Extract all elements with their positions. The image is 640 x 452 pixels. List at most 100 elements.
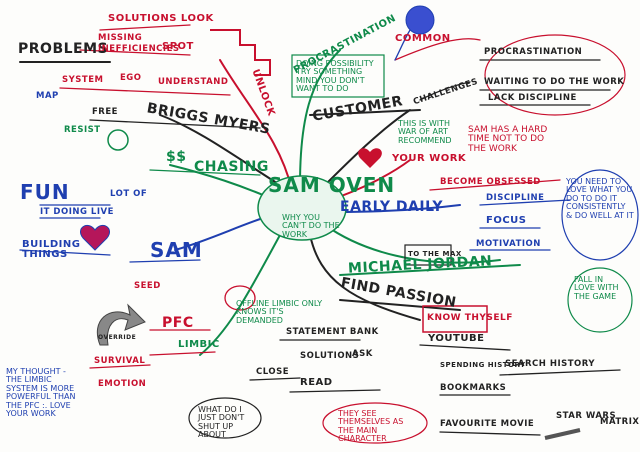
label-focus: FOCUS xyxy=(486,215,527,226)
line-favourite xyxy=(439,431,541,436)
branch-top-green xyxy=(299,49,341,186)
cloud-what xyxy=(188,397,262,439)
line-find xyxy=(339,299,461,311)
label-missing: MISSING xyxy=(98,33,143,43)
label-seed: SEED xyxy=(134,281,161,291)
label-spot: SPOT xyxy=(162,41,194,52)
label-chasing: CHASING xyxy=(194,159,269,175)
line-system xyxy=(59,87,231,96)
label-sam: SAM xyxy=(150,238,203,262)
line-chasing xyxy=(149,169,261,176)
branch-top xyxy=(219,59,293,191)
line-youtube xyxy=(419,344,511,351)
label-building-things: BUILDING THINGS xyxy=(22,239,81,260)
label-fun: FUN xyxy=(20,180,70,204)
line-survival xyxy=(89,364,151,369)
line-obsessed xyxy=(429,179,561,191)
line-limbic xyxy=(149,351,216,356)
label-lack-discipline: LACK DISCIPLINE xyxy=(488,93,577,103)
cloud-challenges xyxy=(484,34,626,116)
note-what-do-i: WHAT DO I JUST DON'T SHUT UP ABOUT xyxy=(198,405,245,440)
label-obsessed: BECOME OBSESSED xyxy=(440,177,541,187)
label-spending-history: SPENDING HISTORY xyxy=(440,361,526,369)
note-they-see: THEY SEE THEMSELVES AS THE MAIN CHARACTE… xyxy=(338,409,404,444)
label-dollars: $$ xyxy=(166,149,187,165)
label-statement-bank: STATEMENT BANK xyxy=(286,327,379,337)
line-common xyxy=(394,38,481,61)
note-fall-in-love: FALL IN LOVE WITH THE GAME xyxy=(574,275,619,301)
label-solutions-look: SOLUTIONS LOOK xyxy=(108,13,214,24)
label-limbic: LIMBIC xyxy=(178,339,220,350)
globe-icon xyxy=(405,5,435,35)
label-read: READ xyxy=(300,377,333,388)
label-star-wars: STAR WARS xyxy=(556,411,617,421)
brain-icon xyxy=(224,285,256,311)
label-bookmarks: BOOKMARKS xyxy=(440,383,507,393)
line-building xyxy=(19,249,111,256)
label-motivation: MOTIVATION xyxy=(476,239,541,249)
note-box-procrastination xyxy=(291,54,385,98)
label-inefficiencies: INEFFICIENCIES xyxy=(98,44,180,54)
label-problems: PROBLEMS xyxy=(18,41,109,57)
label-know-thyself: KNOW THYSELF xyxy=(427,313,513,323)
branch-briggs xyxy=(159,114,281,186)
note-offline: OFFLINE LIMBIC ONLY KNOWS IT'S DEMANDED xyxy=(236,299,323,325)
center-title: SAM OVEN xyxy=(268,173,396,197)
label-override: OVERRIDE xyxy=(98,334,137,341)
label-understand: UNDERSTAND xyxy=(158,77,229,87)
line-free xyxy=(89,119,261,129)
line-solutions xyxy=(99,24,191,31)
heart-icon-left xyxy=(80,225,110,251)
label-search-history: SEARCH HISTORY xyxy=(505,359,596,369)
label-procrastination-right: PROCRASTINATION xyxy=(484,47,583,57)
note-box-to-the-max xyxy=(404,244,452,266)
label-discipline: DISCIPLINE xyxy=(486,193,545,203)
branch-limbic xyxy=(199,234,281,356)
line-challenges xyxy=(419,81,471,101)
label-youtube: YOUTUBE xyxy=(428,333,485,344)
label-resist: RESIST xyxy=(64,125,101,135)
label-free: FREE xyxy=(92,107,118,117)
label-close: CLOSE xyxy=(256,367,290,377)
note-procrastination: DOING POSSIBILITY TRY SOMETHING MIND YOU… xyxy=(296,59,374,94)
label-your-work: YOUR WORK xyxy=(392,153,467,164)
branch-jordan xyxy=(324,224,501,264)
label-survival: SURVIVAL xyxy=(94,356,146,366)
stairs-arrow-icon xyxy=(210,29,271,76)
label-emotion: EMOTION xyxy=(98,379,147,389)
note-love-what-you-do: YOU NEED TO LOVE WHAT YOU DO TO DO IT CO… xyxy=(566,177,634,220)
override-arrow-icon xyxy=(96,303,146,346)
know-thyself-box xyxy=(422,305,488,333)
label-early-daily: EARLY DAILY xyxy=(340,199,443,215)
branch-customer xyxy=(319,109,411,191)
line-discipline xyxy=(479,199,571,206)
line-spot xyxy=(79,49,191,56)
label-ask: ASK xyxy=(352,349,373,359)
line-close xyxy=(249,377,301,381)
label-map: MAP xyxy=(36,91,59,101)
label-common: COMMON xyxy=(395,33,451,44)
label-doing-live: IT DOING LIVE xyxy=(40,207,114,217)
label-lot-of: LOT OF xyxy=(110,189,148,199)
heart-icon xyxy=(358,148,382,168)
line-customer xyxy=(309,109,421,116)
label-favourite-movie: FAVOURITE MOVIE xyxy=(440,419,535,429)
lightsaber-icon xyxy=(544,428,581,440)
cloud-they xyxy=(322,402,428,444)
note-sam-hard-time: SAM HAS A HARD TIME NOT TO DO THE WORK xyxy=(468,125,548,154)
center-subtitle: WHY YOU CAN'T DO THE WORK xyxy=(282,213,340,239)
line-search xyxy=(499,369,621,376)
label-solutions: SOLUTIONS xyxy=(300,351,360,361)
cloud-love xyxy=(561,169,639,261)
label-ego: EGO xyxy=(120,73,142,83)
label-to-the-max: TO THE MAX xyxy=(408,250,462,258)
branch-daily xyxy=(334,204,461,213)
note-war-of-art: THIS IS WITH WAR OF ART RECOMMEND xyxy=(398,119,452,145)
face-icon xyxy=(107,129,129,151)
note-my-thought: MY THOUGHT - THE LIMBIC SYSTEM IS MORE P… xyxy=(6,367,76,418)
label-system: SYSTEM xyxy=(62,75,104,85)
line-jordan xyxy=(339,264,521,276)
branch-find-passion xyxy=(309,234,421,321)
line-read xyxy=(289,389,381,393)
